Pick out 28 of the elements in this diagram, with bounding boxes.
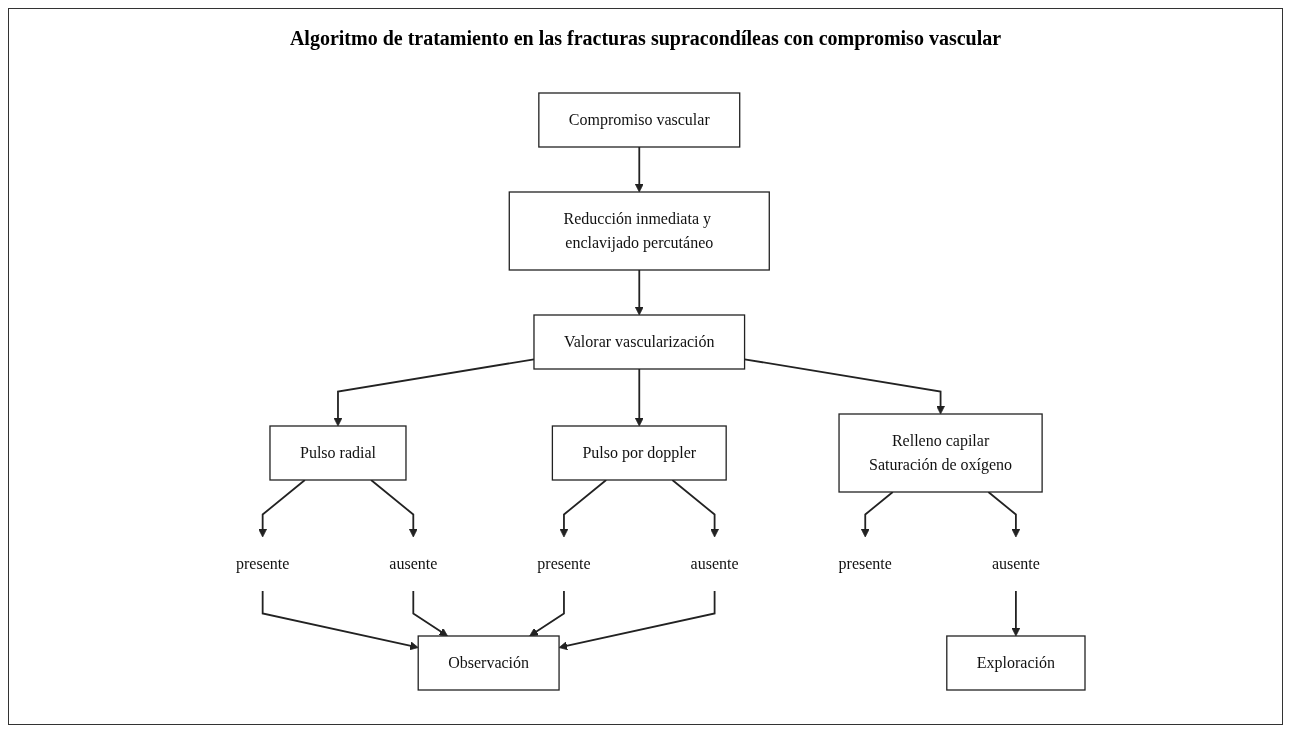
node-text: ausente (991, 554, 1040, 572)
node-box: Reducción inmediata y enclavijado percutáneo (508, 190, 770, 271)
arrow (529, 589, 565, 636)
arrow (261, 589, 419, 650)
node-text: presente (537, 554, 591, 572)
arrow (671, 478, 719, 537)
arrow (634, 367, 644, 426)
arrow (258, 478, 306, 537)
node-text: presente (236, 554, 290, 572)
arrow (634, 268, 644, 315)
node-text: presente (838, 554, 892, 572)
arrow (634, 145, 644, 192)
node-box: Pulso radial (269, 424, 407, 481)
node-text: ausente (690, 554, 739, 572)
node-box: Exploración (946, 634, 1086, 691)
arrow (370, 478, 418, 537)
node-box: Compromiso vascular (538, 91, 741, 148)
diagram-title: Algoritmo de tratamiento en las fracturas supracondíleas con compromiso vascular (289, 27, 1002, 50)
node-text: ausente (389, 554, 438, 572)
arrow (1011, 589, 1021, 636)
node-box: Relleno capilar Saturación de oxígeno (838, 412, 1043, 493)
node-box: Pulso por doppler (551, 424, 727, 481)
arrow (559, 478, 608, 537)
node-box: Observación (417, 634, 560, 691)
node-box: Valorar vascularización (533, 313, 746, 370)
arrow (860, 490, 894, 537)
arrow (987, 490, 1021, 537)
arrow (412, 589, 448, 636)
